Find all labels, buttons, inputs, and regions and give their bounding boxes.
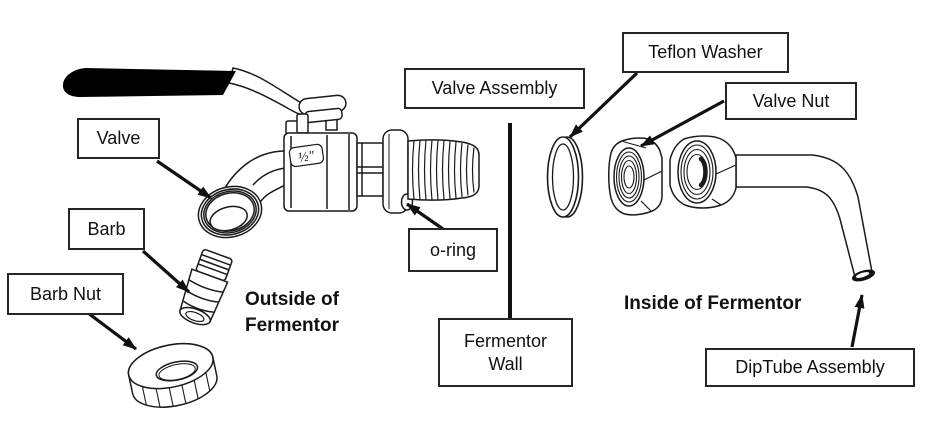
arrow-barb: [141, 249, 191, 294]
diptube-drawing: [669, 135, 876, 282]
callout-arrows: [87, 71, 865, 351]
knurl-lines: [141, 372, 211, 407]
diptube-tube: [735, 154, 873, 278]
label-valve-nut: Valve Nut: [725, 82, 857, 120]
label-diptube-assembly: DipTube Assembly: [705, 348, 915, 387]
valve-outlet-threads: [197, 185, 263, 239]
arrow-barb-nut: [87, 311, 137, 351]
valve-stem-post: [296, 113, 309, 134]
arrow-teflon-washer: [568, 71, 639, 139]
arrow-o-ring: [406, 202, 444, 231]
thread-ridges: [411, 139, 475, 201]
barb-drawing: [179, 249, 233, 326]
valve-neck: [356, 142, 384, 197]
valve-size-text: ½": [297, 149, 315, 166]
label-fermentor-wall: Fermentor Wall: [438, 318, 573, 387]
label-teflon-washer: Teflon Washer: [622, 32, 789, 73]
arrow-valve-nut: [640, 99, 725, 148]
valve-spout-inner-line: [252, 167, 286, 186]
valve-body: [283, 132, 358, 212]
barb-nut-drawing: [127, 342, 218, 408]
annotation-inside-of-fermentor: Inside of Fermentor: [624, 293, 802, 314]
label-barb-nut: Barb Nut: [7, 273, 124, 315]
valve-size-plaque: ½": [288, 143, 325, 168]
valve-nut-drawing: [608, 137, 663, 216]
arrow-diptube: [850, 294, 865, 348]
label-barb: Barb: [68, 208, 145, 250]
valve-handle: [62, 68, 237, 97]
arrow-valve: [156, 159, 212, 200]
label-o-ring: o-ring: [408, 228, 498, 272]
label-valve-assembly: Valve Assembly: [404, 68, 585, 109]
annotation-outside-of-fermentor: Outside of Fermentor: [245, 289, 339, 336]
teflon-washer-drawing: [546, 136, 584, 218]
valve-drawing: ½": [62, 67, 480, 239]
label-valve: Valve: [77, 118, 160, 159]
